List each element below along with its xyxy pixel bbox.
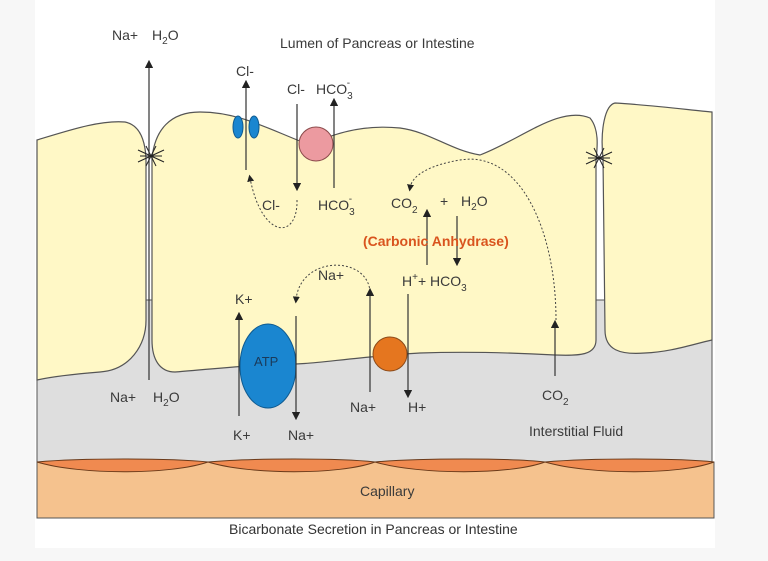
bottom-na-label: Na+ [110, 389, 136, 405]
tight-junction-left [137, 145, 165, 167]
na-recycle-label: Na+ [318, 267, 344, 283]
cftr-channel-left-icon [232, 115, 244, 139]
bottom-h2o-label: H2O [153, 389, 180, 409]
carbonic-anhydrase-label: (Carbonic Anhydrase) [363, 233, 509, 249]
h-hco3-product-label: H++ HCO3 [402, 272, 467, 294]
figure-caption: Bicarbonate Secretion in Pancreas or Int… [229, 521, 518, 537]
cftr-channel-right-icon [248, 115, 260, 139]
na-recycle-path [292, 264, 371, 304]
cl-hco3-exchanger-icon [298, 126, 334, 162]
interstitial-fluid-label: Interstitial Fluid [529, 423, 623, 439]
k-intracellular-label: K+ [235, 291, 253, 307]
top-na-label: Na+ [112, 27, 138, 43]
exchanger-hco3-label: HCO3- [316, 78, 353, 102]
epithelial-cell-left [36, 121, 147, 381]
h2o-reactant-label: H2O [461, 193, 488, 213]
atp-label: ATP [254, 354, 278, 369]
plus-label: + [440, 193, 448, 209]
cl-lumen-label: Cl- [236, 63, 254, 79]
cell-hco3-label: HCO3- [318, 194, 355, 218]
co2-blood-label: CO2 [542, 387, 569, 408]
exchanger-cl-label: Cl- [287, 81, 305, 97]
co2-reactant-label: CO2 [391, 195, 418, 216]
na-h-exchanger-icon [372, 336, 408, 372]
top-h2o-label: H2O [152, 27, 179, 47]
cell-cl-label: Cl- [262, 197, 280, 213]
epithelial-cell-right [601, 102, 713, 355]
na-interstitial-label: Na+ [288, 427, 314, 443]
nhe-na-label: Na+ [350, 399, 376, 415]
nhe-h-label: H+ [408, 399, 426, 415]
k-interstitial-label: K+ [233, 427, 251, 443]
lumen-label: Lumen of Pancreas or Intestine [280, 35, 475, 51]
endothelial-cells [36, 458, 715, 473]
capillary-label: Capillary [360, 483, 414, 499]
tight-junction-right [585, 147, 613, 169]
